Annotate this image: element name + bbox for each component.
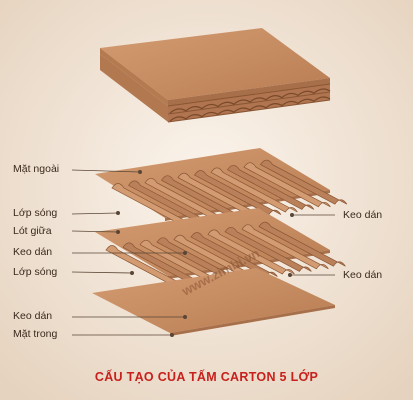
layer-lop-song-1 <box>111 159 348 229</box>
label-keo-dan-right-2: Keo dán <box>343 269 383 281</box>
flute-1-ridge <box>210 167 298 213</box>
label-lop-song-1: Lớp sóng <box>13 207 58 219</box>
flute-1-ridge <box>193 170 282 216</box>
label-lot-giua: Lót giữa <box>13 225 52 237</box>
layer-lop-song-2 <box>105 221 346 291</box>
label-keo-dan-2: Keo dán <box>13 310 53 322</box>
label-mat-trong: Mặt trong <box>13 328 58 340</box>
flute-1-ridge <box>259 159 348 205</box>
flute-1-ridge <box>243 162 331 208</box>
label-keo-dan-1: Keo dán <box>13 246 53 258</box>
label-keo-dan-right-1: Keo dán <box>343 209 383 221</box>
assembled-board <box>100 28 331 123</box>
flute-2-ridge <box>258 221 346 267</box>
flute-1-ridge <box>226 164 315 210</box>
label-mat-ngoai: Mặt ngoài <box>13 163 60 175</box>
flute-2-ridge <box>207 229 295 275</box>
leader-lines <box>71 169 335 337</box>
board-flute-edge <box>169 88 331 114</box>
board-flute-edge <box>169 96 331 122</box>
flute-2-ridge <box>224 226 312 272</box>
diagram-title: CẤU TẠO CỦA TẤM CARTON 5 LỚP <box>94 370 319 384</box>
flute-2-ridge <box>241 224 329 270</box>
label-lop-song-2: Lớp sóng <box>13 266 58 278</box>
